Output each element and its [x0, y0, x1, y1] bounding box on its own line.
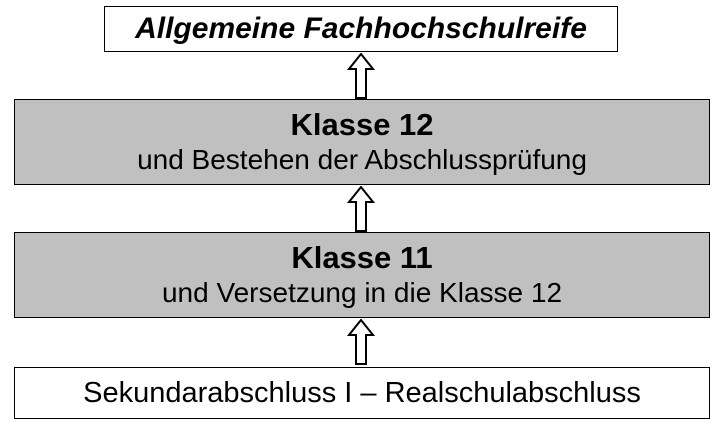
stage-klasse-12: Klasse 12 und Bestehen der Abschlussprüf…	[14, 99, 710, 185]
stage-11-subtitle: und Versetzung in die Klasse 12	[161, 277, 563, 308]
final-qualification-label: Allgemeine Fachhochschulreife	[135, 12, 587, 45]
stage-12-title: Klasse 12	[290, 107, 434, 142]
final-qualification-box: Allgemeine Fachhochschulreife	[104, 6, 618, 52]
stage-12-subtitle: und Bestehen der Abschlussprüfung	[137, 144, 587, 175]
up-arrow-icon	[347, 319, 375, 365]
entry-requirement-box: Sekundarabschluss I – Realschulabschluss	[14, 367, 710, 419]
up-arrow-icon	[347, 186, 375, 232]
entry-requirement-label: Sekundarabschluss I – Realschulabschluss	[83, 377, 641, 409]
up-arrow-icon	[347, 53, 375, 99]
stage-klasse-11: Klasse 11 und Versetzung in die Klasse 1…	[14, 232, 710, 318]
stage-11-title: Klasse 11	[291, 240, 433, 275]
